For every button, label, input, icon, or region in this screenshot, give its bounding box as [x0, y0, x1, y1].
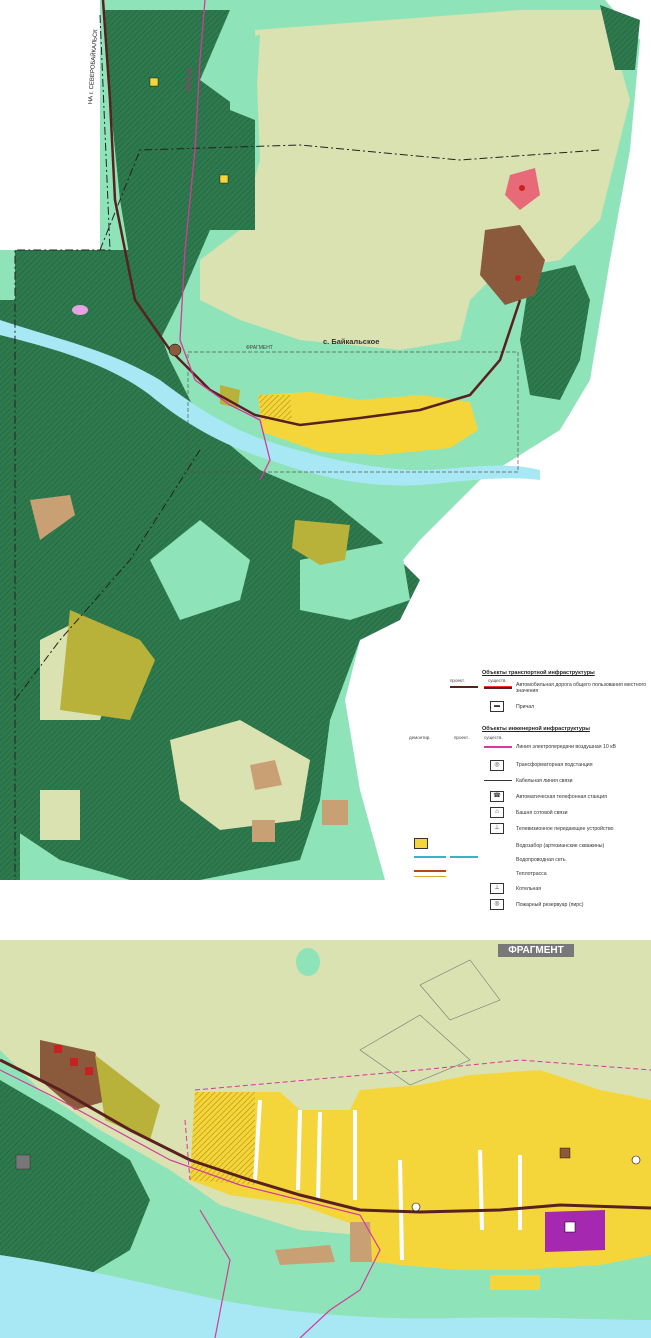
- legend-heat-pipe-exist: [414, 876, 446, 877]
- forest-east: [520, 265, 590, 400]
- legend-col-plan: проект.: [450, 678, 465, 683]
- map-legend: Объекты транспортной инфраструктуры прое…: [404, 646, 651, 914]
- legend-water-pipe-exist: [450, 856, 478, 858]
- legend-item: Трансформаторная подстанция: [516, 762, 593, 768]
- object-marker: [515, 275, 521, 281]
- legend-transport-header: Объекты транспортной инфраструктуры: [482, 670, 595, 676]
- object-marker: [411, 1202, 421, 1212]
- object-marker: [72, 305, 88, 315]
- boundary: [14, 14, 601, 880]
- legend-heat-pipe-symbol: [414, 870, 446, 872]
- fragment-forest: [0, 1080, 150, 1300]
- fragment-residential: [190, 1070, 651, 1270]
- residential-planned: [258, 395, 292, 420]
- agri-zone: [60, 610, 155, 720]
- brown-zone: [250, 760, 282, 790]
- object-marker: [631, 1155, 641, 1165]
- fragment-residential-planned: [190, 1092, 255, 1185]
- object-marker: [564, 1221, 576, 1233]
- fragment-road: [0, 1058, 651, 1214]
- fragment-powerline: [0, 1069, 381, 1338]
- legend-ats-symbol: ☎: [490, 791, 504, 802]
- object-marker: [70, 1058, 78, 1066]
- legend-item: Пожарный резервуар (пирс): [516, 902, 584, 908]
- legend-item: Линия электропередачи воздушная 10 кВ: [516, 744, 616, 750]
- legend-item: Кабельная линия связи: [516, 778, 573, 784]
- brown-zone: [275, 1245, 335, 1265]
- settlement-label: с. Байкальское: [323, 337, 380, 346]
- settlement-boundary: [184, 1059, 651, 1181]
- legend-col-exist-2: существ.: [484, 735, 503, 740]
- agri-zone: [292, 520, 350, 565]
- fragment-industrial: [40, 1040, 110, 1110]
- fragment-marker-label: ФРАГМЕНТ: [246, 345, 273, 351]
- legend-item: Теплотрасса: [516, 871, 547, 877]
- legend-transformer-symbol: ◎: [490, 760, 504, 771]
- brown-zone: [322, 800, 348, 825]
- brown-zone: [350, 1222, 372, 1262]
- legend-boiler-symbol: ⊥: [490, 883, 504, 894]
- brown-zone: [252, 820, 275, 842]
- fragment-river: [0, 1255, 651, 1338]
- legend-item: Башня сотовой связи: [516, 810, 568, 816]
- legend-tv-symbol: ⊥: [490, 823, 504, 834]
- legend-water-intake-symbol: [414, 838, 428, 849]
- industrial-zone: [480, 225, 545, 305]
- legend-road-exist-symbol: [484, 686, 512, 689]
- light-forest-patch: [230, 35, 260, 120]
- object-marker: [168, 343, 182, 357]
- meadow-south: [170, 720, 310, 830]
- object-marker: [219, 174, 229, 184]
- river: [0, 320, 540, 486]
- agri-zone: [220, 385, 240, 408]
- meadow-plots: [359, 959, 501, 1086]
- legend-water-pipe-plan: [414, 856, 446, 858]
- fragment-frame: [187, 351, 519, 473]
- meadow-patch: [40, 790, 80, 840]
- object-marker: [15, 1154, 31, 1170]
- legend-item: Котельная: [516, 886, 542, 892]
- legend-item: Водопроводная сеть: [516, 857, 566, 863]
- legend-tower-symbol: ⌂: [490, 807, 504, 818]
- forest-edge: [0, 300, 20, 880]
- legend-col-demolish: демонтир.: [409, 735, 431, 740]
- brown-zone: [30, 495, 75, 540]
- object-marker: [519, 185, 525, 191]
- forest-nw: [105, 10, 255, 340]
- object-marker: [85, 1067, 93, 1075]
- top-map: [0, 0, 640, 880]
- legend-item: Автоматическая телефонная станция: [516, 794, 607, 800]
- legend-item: Причал: [516, 704, 535, 710]
- light-forest-patch: [150, 520, 250, 620]
- powerline: [179, 0, 271, 481]
- fragment-map: [0, 940, 651, 1338]
- fragment-residential: [490, 1275, 540, 1290]
- legend-engineering-header: Объекты инженерной инфраструктуры: [482, 726, 590, 732]
- object-marker: [559, 1147, 571, 1159]
- legend-cable-symbol: [484, 780, 512, 781]
- legend-item: Автомобильная дорога общего пользования …: [516, 682, 647, 694]
- legend-item: Водозабор (артезианские скважины): [516, 843, 605, 849]
- legend-col-exist: существ.: [488, 678, 507, 683]
- legend-col-plan-2: проект.: [454, 735, 469, 740]
- legend-item: Телевизионное передающее устройство: [516, 826, 614, 832]
- object-marker: [149, 77, 159, 87]
- object-marker: [54, 1045, 62, 1053]
- forest-ne: [600, 5, 640, 70]
- legend-pier-symbol: ▬: [490, 701, 504, 712]
- legend-road-plan-symbol: [450, 686, 478, 688]
- legend-powerline-symbol: [484, 746, 512, 748]
- main-road: [101, 0, 522, 427]
- legend-fire-reservoir-symbol: ◎: [490, 899, 504, 910]
- pond: [296, 948, 320, 976]
- fragment-title: ФРАГМЕНТ: [498, 944, 574, 957]
- settlement-residential: [258, 392, 478, 455]
